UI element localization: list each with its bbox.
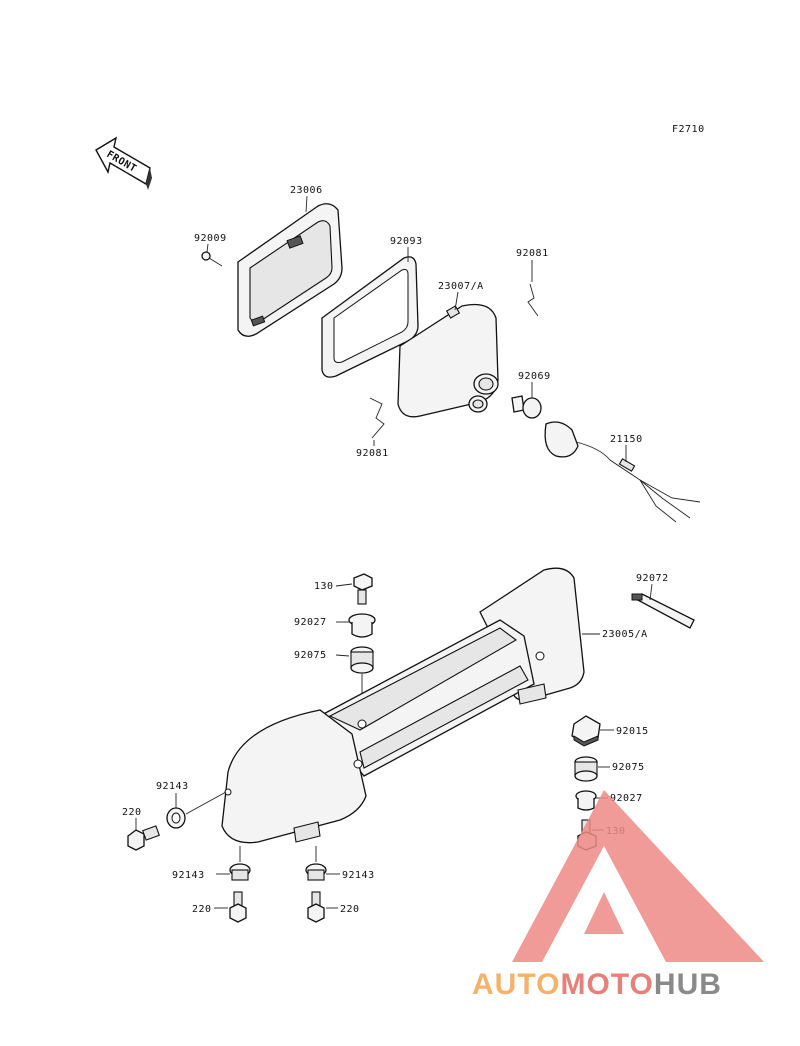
bolt-130-top-icon: [353, 573, 373, 605]
spring-clip-92081b-icon: [369, 397, 385, 439]
watermark-part-hub: HUB: [654, 968, 722, 1001]
socket-harness-21150: [544, 421, 701, 523]
label-220-center-left: 220: [192, 904, 212, 915]
clip-nut-92015-icon: [571, 715, 601, 747]
label-92075-top: 92075: [294, 650, 327, 661]
grommet-92143-center-right-icon: [305, 863, 327, 881]
label-23007a: 23007/A: [438, 281, 484, 292]
label-23005a: 23005/A: [602, 629, 648, 640]
grommet-92143-left-icon: [166, 807, 186, 829]
grommet-92075-top-icon: [350, 646, 374, 674]
gasket-92093: [321, 256, 419, 378]
label-23006: 23006: [290, 185, 323, 196]
label-92081-top: 92081: [516, 248, 549, 259]
collar-92027-top-icon: [348, 613, 376, 638]
figure-code: F2710: [672, 124, 705, 135]
label-220-left: 220: [122, 807, 142, 818]
watermark-part-moto: MOTO: [560, 968, 653, 1001]
label-92143-center-left: 92143: [172, 870, 205, 881]
bracket-23005a: [221, 567, 585, 844]
watermark-text: AUTOMOTOHUB: [472, 968, 722, 1001]
front-arrow-icon: FRONT: [95, 136, 152, 190]
bolt-220-left-icon: [127, 825, 160, 851]
label-92143-left: 92143: [156, 781, 189, 792]
label-92143-center-right: 92143: [342, 870, 375, 881]
label-92072: 92072: [636, 573, 669, 584]
spring-clip-92081-icon: [527, 283, 539, 317]
headlight-rim-23006: [237, 203, 343, 337]
watermark-logo: [512, 790, 764, 962]
label-220-center-right: 220: [340, 904, 360, 915]
label-92027-top: 92027: [294, 617, 327, 628]
label-92093: 92093: [390, 236, 423, 247]
band-92072-icon: [631, 593, 695, 629]
label-130-top: 130: [314, 581, 334, 592]
collar-92027-bottom-icon: [575, 790, 597, 811]
label-92009: 92009: [194, 233, 227, 244]
label-92015: 92015: [616, 726, 649, 737]
headlight-housing-23007a: [397, 303, 499, 418]
label-21150: 21150: [610, 434, 643, 445]
screw-92009-icon: [201, 251, 223, 267]
bulb-92069-icon: [511, 395, 542, 419]
label-92081-bottom: 92081: [356, 448, 389, 459]
bolt-220-center-right-icon: [307, 891, 325, 923]
label-92027-bottom: 92027: [610, 793, 643, 804]
label-92069: 92069: [518, 371, 551, 382]
grommet-92075-bottom-icon: [574, 756, 598, 782]
bolt-220-center-left-icon: [229, 891, 247, 923]
grommet-92143-center-left-icon: [229, 863, 251, 881]
watermark-part-auto: AUTO: [472, 968, 560, 1001]
label-92075-bottom: 92075: [612, 762, 645, 773]
